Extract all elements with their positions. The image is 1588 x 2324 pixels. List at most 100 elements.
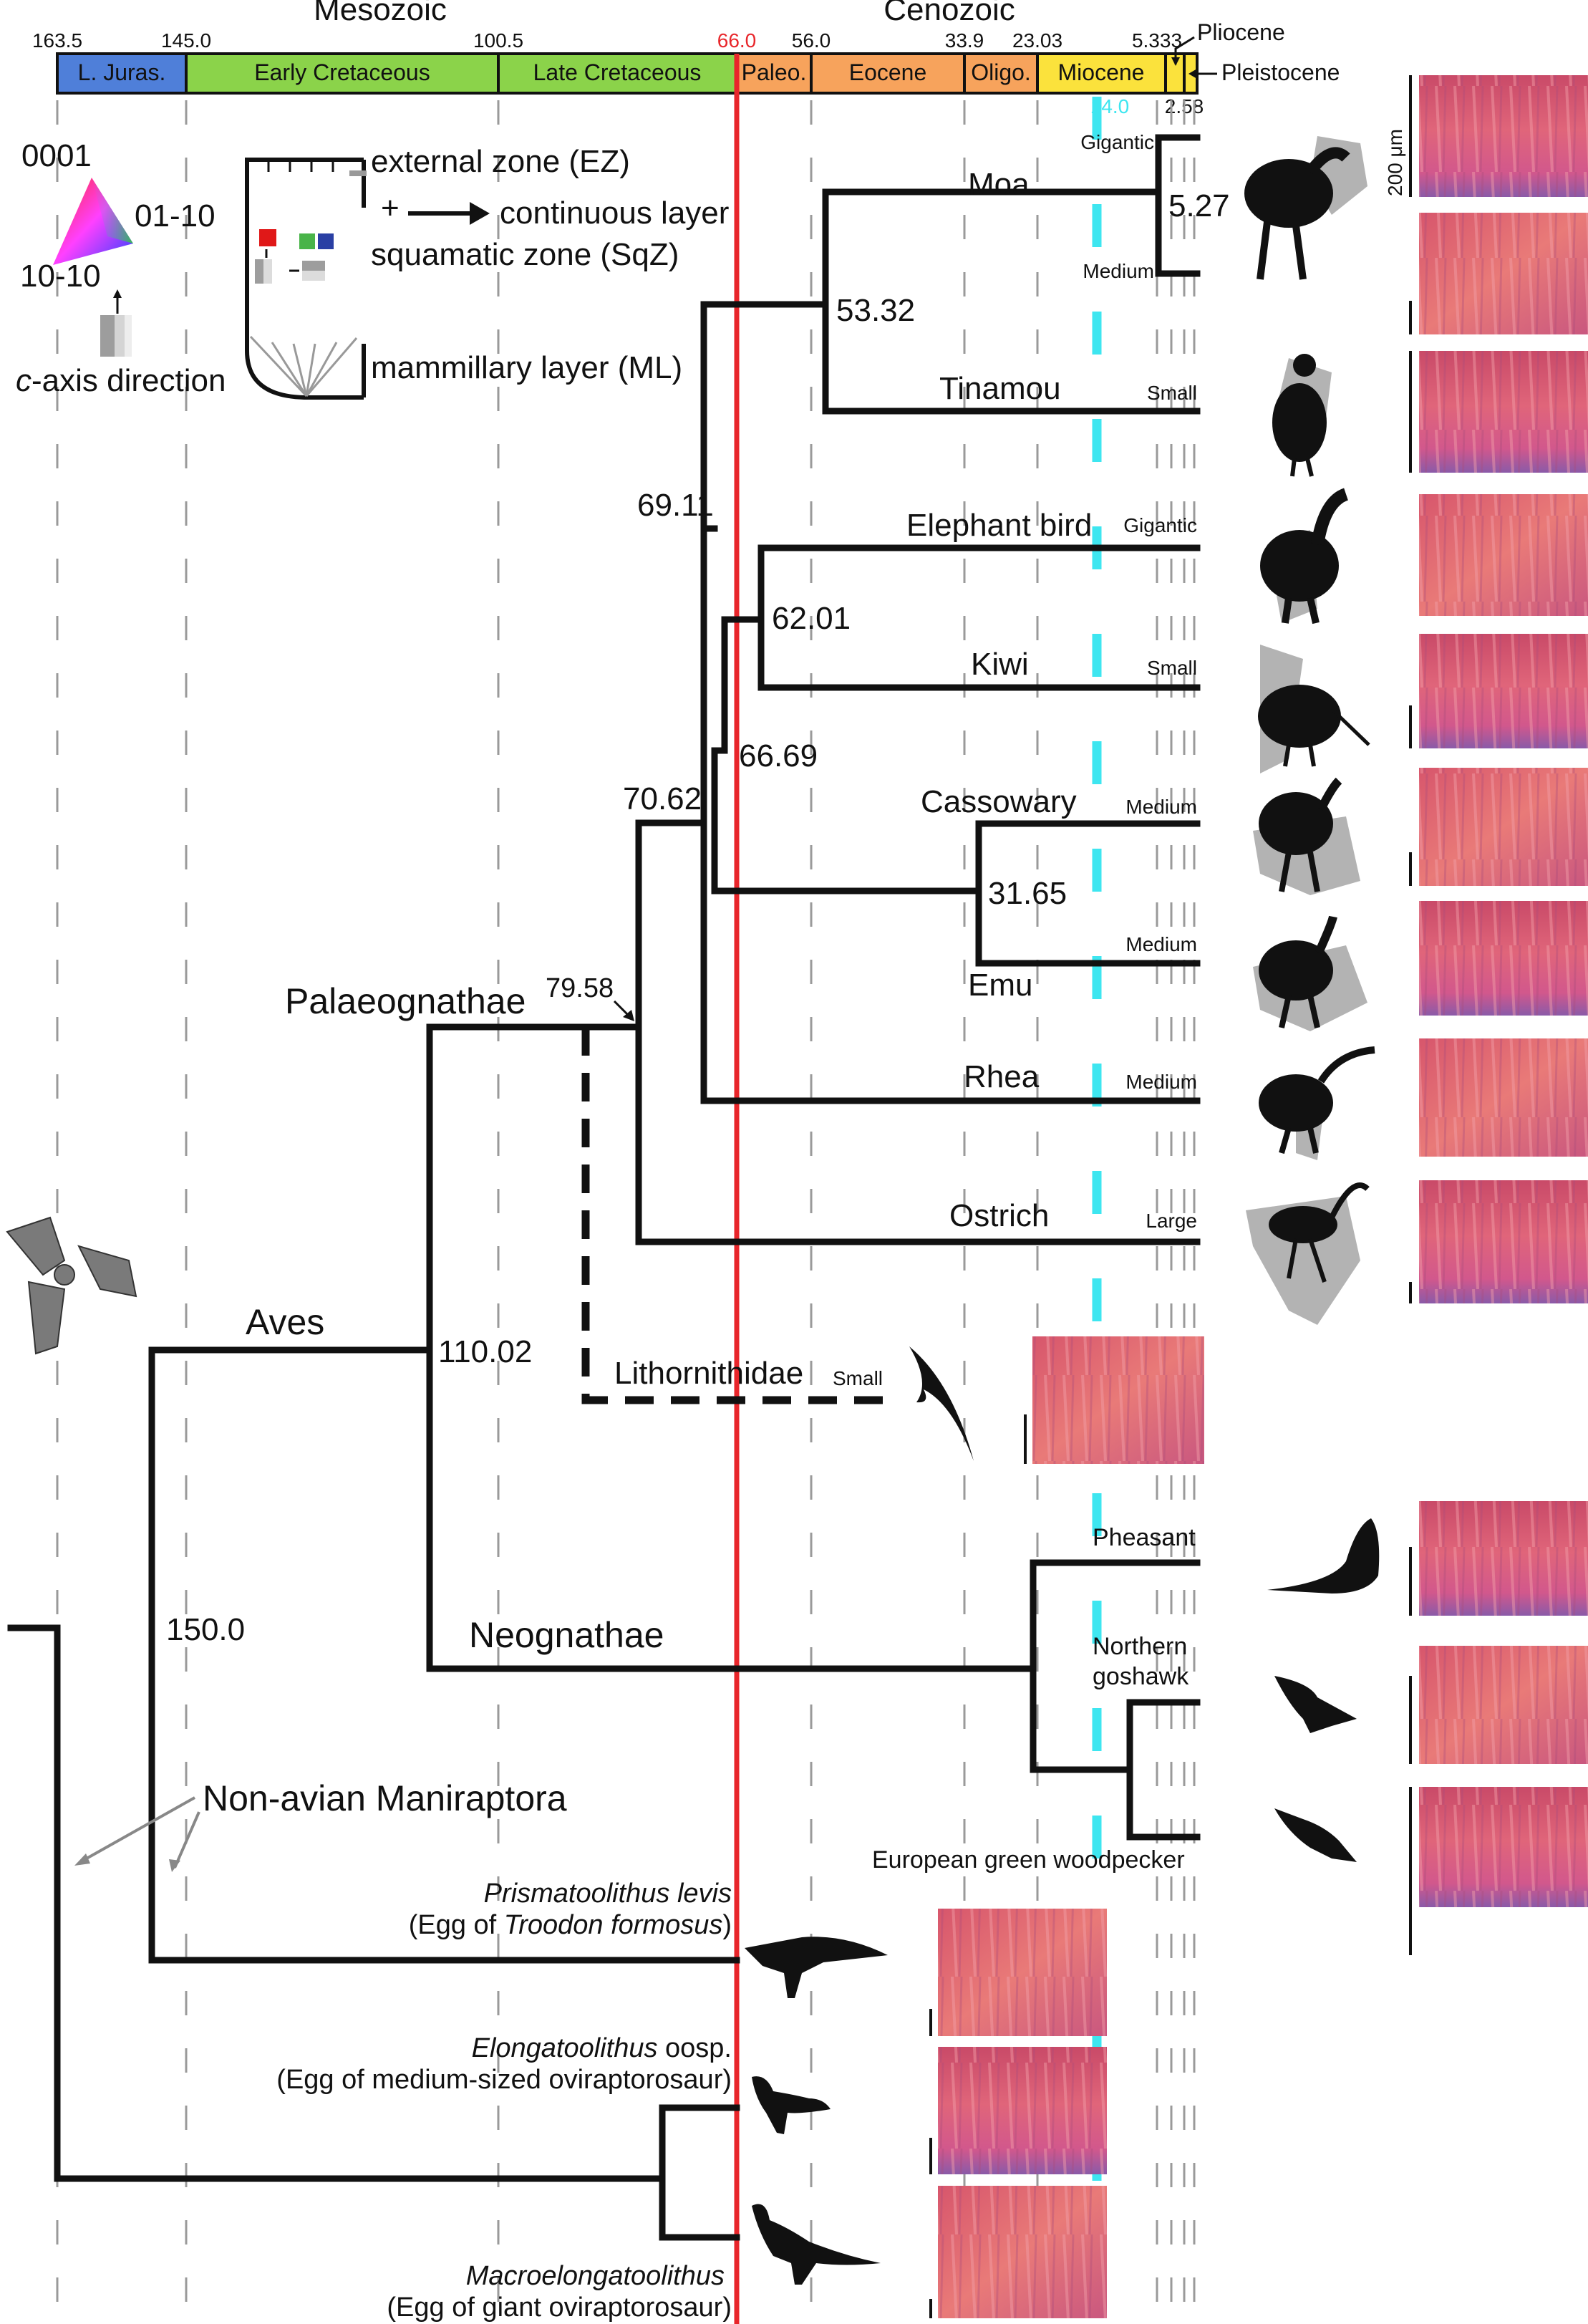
taxon-emu: Emu: [968, 968, 1032, 1003]
timescale: Mesozoic Cenozoic L. Juras. Early Cretac…: [32, 0, 1340, 117]
size-kiwi: Small: [1147, 657, 1197, 679]
node-70-62: 70.62: [623, 781, 702, 816]
size-rhea: Medium: [1125, 1071, 1197, 1093]
woodpecker-icon: [1274, 1808, 1357, 1862]
age-5-333: 5.333: [1132, 29, 1182, 52]
taxon-ostrich: Ostrich: [949, 1198, 1049, 1233]
period-eocene: [810, 52, 966, 95]
taxon-labels: Moa Gigantic Medium Tinamou Small Elepha…: [614, 131, 1197, 1874]
pleistocene-label: Pleistocene: [1221, 59, 1340, 85]
nonavian-arrows: [79, 1796, 200, 1869]
green-square: [299, 233, 315, 249]
ebsd-cassowary: [1419, 768, 1588, 886]
ebsd-elongatoolithus: [938, 2047, 1107, 2174]
taxon-cassowary: Cassowary: [921, 784, 1077, 819]
mammillary-fan: [249, 335, 358, 397]
taxon-goshawk-line1: Northern: [1093, 1633, 1187, 1660]
egg-elongatoolithus: Elongatoolithus oosp.: [472, 2033, 732, 2063]
orientation-icons: [255, 249, 325, 284]
pliocene-label: Pliocene: [1197, 19, 1285, 45]
ebsd-woodpecker: [1419, 1787, 1588, 1907]
ebsd-ostrich: [1419, 1180, 1588, 1303]
ebsd-tinamou: [1419, 351, 1588, 473]
giant-oviraptorosaur-icon: [752, 2204, 881, 2285]
node-79-arrow: [613, 1000, 630, 1017]
taxon-kiwi: Kiwi: [971, 647, 1029, 682]
node-66-69: 66.69: [739, 738, 818, 773]
size-tinamou: Small: [1147, 382, 1197, 404]
age-145: 145.0: [161, 29, 211, 52]
era-mesozoic: Mesozoic: [314, 0, 447, 27]
plus-sign: +: [381, 191, 400, 226]
egg-macroelongatoolithus-desc: (Egg of giant oviraptorosaur): [387, 2292, 732, 2323]
red-square: [259, 229, 276, 246]
lithornithidae-branch: [581, 1027, 888, 1404]
continuous-label: continuous layer: [500, 196, 729, 231]
ebsd-rhea: [1419, 1038, 1588, 1157]
node-labels: 5.27 53.32 69.11 62.01 66.69 70.62 31.65…: [166, 188, 1230, 1647]
emu-icon: [1253, 915, 1367, 1031]
tinamou-icon: [1272, 354, 1332, 477]
ebsd-macroelongatoolithus: [938, 2186, 1107, 2318]
size-moa-medium: Medium: [1083, 260, 1154, 282]
c-axis-label: c-axis direction: [16, 363, 226, 398]
taxon-goshawk-line2: goshawk: [1093, 1663, 1189, 1690]
taxon-tinamou: Tinamou: [939, 371, 1061, 406]
period-label-oligo: Oligo.: [971, 59, 1031, 85]
scale-bar-label: 200 μm: [1384, 129, 1406, 196]
egg-prismatoolithus: Prismatoolithus levis: [484, 1879, 732, 1909]
size-elephant-bird: Gigantic: [1123, 514, 1197, 536]
period-label-paleo: Paleo.: [742, 59, 807, 85]
c-axis-icon: [100, 289, 132, 357]
ez-marker: [349, 170, 367, 176]
period-label-eocene: Eocene: [849, 59, 927, 85]
age-56: 56.0: [792, 29, 831, 52]
egg-prismatoolithus-desc: (Egg of Troodon formosus): [409, 1910, 732, 1940]
size-ostrich: Large: [1146, 1210, 1197, 1232]
node-110-02: 110.02: [438, 1334, 532, 1369]
era-cenozoic: Cenozoic: [883, 0, 1015, 27]
cassowary-icon: [1253, 777, 1360, 895]
legend: 0001 01-10 10-10 c-axis direction: [16, 138, 729, 400]
clade-neognathae: Neognathae: [469, 1615, 664, 1655]
ebsd-lithornithidae: [1032, 1336, 1204, 1464]
medium-oviraptorosaur-icon: [752, 2076, 831, 2134]
size-emu: Medium: [1125, 933, 1197, 955]
taxon-pheasant: Pheasant: [1093, 1524, 1196, 1551]
period-miocene: [1036, 52, 1167, 95]
sqz-label: squamatic zone (SqZ): [371, 237, 679, 272]
size-lithornithidae: Small: [833, 1367, 883, 1389]
moa-icon: [1244, 136, 1367, 280]
scale-bars: [929, 75, 1412, 2318]
age-33-9: 33.9: [945, 29, 984, 52]
period-early-cretaceous: [185, 52, 500, 95]
rhea-icon: [1259, 1046, 1375, 1160]
taxon-elephant-bird: Elephant bird: [906, 508, 1092, 543]
ebsd-goshawk: [1419, 1646, 1588, 1764]
ebsd-moa-medium: [1419, 213, 1588, 334]
period-label-early-cretaceous: Early Cretaceous: [254, 59, 430, 85]
node-62-01: 62.01: [772, 601, 851, 636]
troodon-icon: [745, 1937, 888, 1998]
ipf-label-0001: 0001: [21, 138, 92, 173]
clade-nonavian-maniraptora: Non-avian Maniraptora: [203, 1778, 567, 1818]
silhouettes: [6, 136, 1380, 2285]
age-23-03: 23.03: [1012, 29, 1062, 52]
node-53-32: 53.32: [836, 293, 915, 328]
pheasant-icon: [1267, 1518, 1380, 1593]
period-l-juras: [56, 52, 188, 95]
lithornithidae-icon: [909, 1346, 974, 1461]
ez-label: external zone (EZ): [371, 144, 630, 179]
archaeopteryx-icon: [6, 1216, 137, 1355]
ebsd-panels: 200 μm: [929, 75, 1588, 2318]
elephant-bird-icon: [1260, 488, 1349, 625]
age-66: 66.0: [717, 29, 757, 52]
clade-aves: Aves: [246, 1302, 324, 1342]
period-label-miocene: Miocene: [1058, 59, 1145, 85]
age-163-5: 163.5: [32, 29, 82, 52]
taxon-moa: Moa: [968, 167, 1030, 202]
node-31-65: 31.65: [988, 876, 1067, 911]
clade-palaeognathae: Palaeognathae: [285, 981, 526, 1021]
egg-macroelongatoolithus: Macroelongatoolithus: [466, 2261, 725, 2291]
